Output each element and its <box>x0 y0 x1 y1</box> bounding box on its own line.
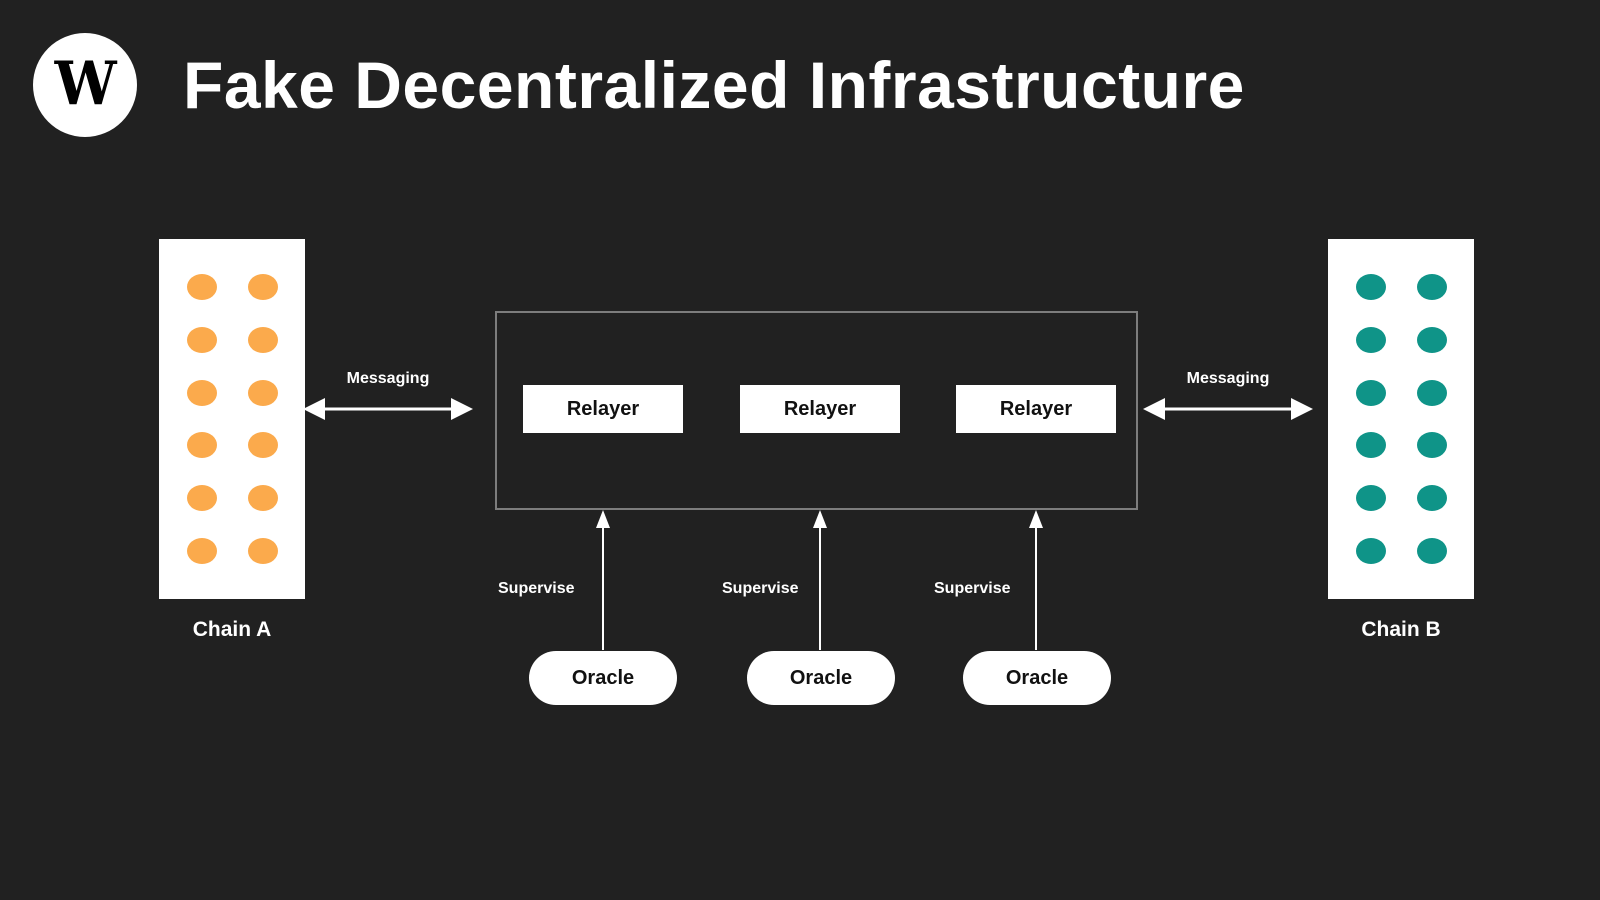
supervise-arrow-icon <box>1029 510 1043 650</box>
chain-b-node <box>1355 537 1386 564</box>
chain-a-node <box>186 537 217 564</box>
chain-b-label: Chain B <box>1361 618 1441 641</box>
chain-a-node <box>247 432 278 459</box>
chain-b-node <box>1416 537 1447 564</box>
chain-b-panel <box>1328 239 1474 599</box>
supervise-label: Supervise <box>722 580 799 597</box>
chain-a-node <box>186 274 217 301</box>
page-title: Fake Decentralized Infrastructure <box>183 48 1245 122</box>
chain-b-node <box>1416 484 1447 511</box>
chain-b-node <box>1416 379 1447 406</box>
chain-a-node <box>186 432 217 459</box>
supervise-label: Supervise <box>934 580 1011 597</box>
chain-b-node <box>1416 432 1447 459</box>
chain-b-node <box>1355 379 1386 406</box>
header: W Fake Decentralized Infrastructure <box>0 0 1600 175</box>
chain-a-label: Chain A <box>192 618 272 641</box>
supervise-arrow-icon <box>813 510 827 650</box>
chain-b-node <box>1355 326 1386 353</box>
supervise-label: Supervise <box>498 580 575 597</box>
chain-a-node <box>247 537 278 564</box>
messaging-left-group: Messaging <box>303 370 473 440</box>
chain-a-node <box>186 379 217 406</box>
chain-b-node <box>1355 432 1386 459</box>
brand-logo-letter: W <box>54 49 117 119</box>
messaging-right-label: Messaging <box>1186 370 1270 387</box>
relayer-box[interactable]: Relayer <box>740 385 900 433</box>
oracle-node[interactable]: Oracle <box>529 651 677 705</box>
relayer-box[interactable]: Relayer <box>956 385 1116 433</box>
chain-a-panel <box>159 239 305 599</box>
chain-a-node <box>186 484 217 511</box>
chain-b-node <box>1416 274 1447 301</box>
relayer-box[interactable]: Relayer <box>523 385 683 433</box>
messaging-right-group: Messaging <box>1143 370 1313 440</box>
oracle-node[interactable]: Oracle <box>747 651 895 705</box>
chain-b-node <box>1355 274 1386 301</box>
messaging-left-label: Messaging <box>346 370 430 387</box>
messaging-right-arrow-icon <box>1143 398 1313 420</box>
chain-a-node <box>247 484 278 511</box>
chain-a-node <box>247 274 278 301</box>
supervise-arrow-icon <box>596 510 610 650</box>
relayer-network-container <box>495 311 1138 510</box>
brand-logo-icon: W <box>33 33 137 137</box>
chain-a-node <box>186 326 217 353</box>
chain-a-node <box>247 379 278 406</box>
messaging-left-arrow-icon <box>303 398 473 420</box>
oracle-node[interactable]: Oracle <box>963 651 1111 705</box>
chain-a-node <box>247 326 278 353</box>
chain-b-node <box>1416 326 1447 353</box>
chain-b-node <box>1355 484 1386 511</box>
